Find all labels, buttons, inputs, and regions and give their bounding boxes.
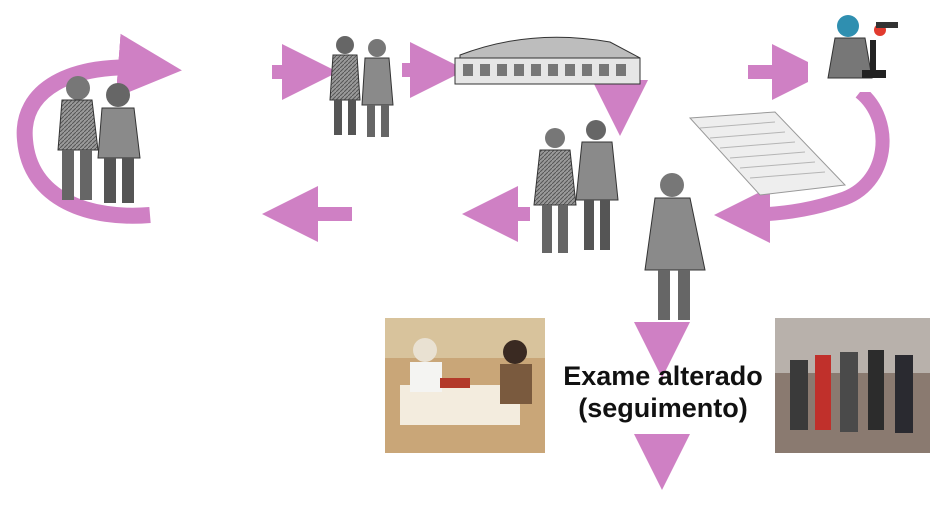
main-caption-line2: (seguimento) — [578, 393, 748, 423]
loop-arrow-left — [16, 33, 182, 224]
clinic-corridor-photo — [775, 318, 930, 453]
main-caption: Exame alterado (seguimento) — [548, 360, 778, 424]
doctor-consultation-photo — [385, 318, 545, 453]
loop-arrow-right — [714, 86, 890, 243]
main-caption-line1: Exame alterado — [563, 361, 763, 391]
women-group-figure — [533, 120, 619, 253]
microscope-technician — [808, 4, 916, 92]
woman-standing-figure — [644, 173, 706, 320]
report-sheet — [688, 111, 847, 196]
arrows — [16, 33, 890, 490]
couple-walking-figure — [57, 76, 141, 203]
clinic-building — [454, 36, 641, 85]
family-group-figure — [329, 36, 394, 137]
